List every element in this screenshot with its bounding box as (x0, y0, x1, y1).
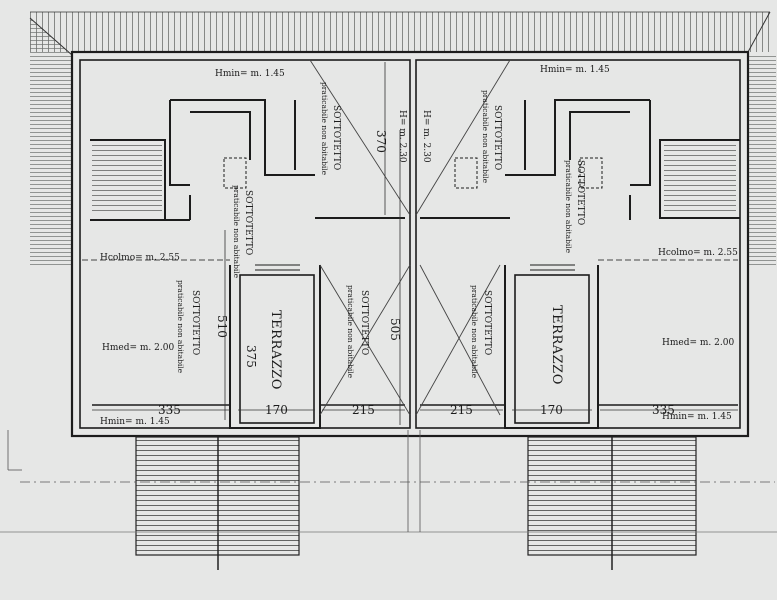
label-sottotetto-3: SOTTOTETTO (190, 290, 200, 355)
label-hmin-top-right: Hmin= m. 1.45 (540, 65, 610, 75)
label-sottotetto-7: SOTTOTETTO (482, 290, 492, 355)
label-hmin-bottom-left: Hmin= m. 1.45 (100, 417, 170, 427)
label-hcolmo-right: Hcolmo= m. 2.55 (658, 248, 738, 258)
label-terrazzo-right: TERRAZZO (549, 305, 564, 385)
left-unit (90, 99, 405, 429)
label-terrazzo-left: TERRAZZO (268, 310, 283, 390)
dim-375: 375 (244, 345, 258, 368)
dim-505: 505 (388, 318, 402, 341)
roof-ridge-lines (82, 59, 738, 416)
label-non-abitabile-4: praticabile non abitabile (346, 285, 355, 379)
label-non-abitabile-3: praticabile non abitabile (176, 280, 185, 374)
dimension-lines (92, 62, 738, 425)
right-unit (420, 99, 740, 429)
label-non-abitabile-5: praticabile non abitabile (481, 90, 490, 184)
exterior-stairs (135, 436, 697, 570)
stair-treads (92, 145, 736, 215)
dim-170-right: 170 (540, 403, 563, 417)
label-h230-left: H= m. 2.30 (397, 110, 407, 163)
label-non-abitabile-6: praticabile non abitabile (564, 160, 573, 254)
label-hcolmo-left: Hcolmo= m. 2.55 (100, 253, 180, 263)
roof-hatching (29, 11, 776, 268)
label-sottotetto-2: SOTTOTETTO (243, 190, 253, 255)
dim-215-left: 215 (352, 403, 375, 417)
label-sottotetto-4: SOTTOTETTO (359, 290, 369, 355)
guide-lines (0, 430, 777, 533)
label-sottotetto-5: SOTTOTETTO (492, 105, 502, 170)
building-outline (70, 50, 750, 438)
dim-370: 370 (374, 130, 388, 153)
label-hmin-top-left: Hmin= m. 1.45 (215, 69, 285, 79)
dim-215-right: 215 (450, 403, 473, 417)
label-h230-right: H= m. 2.30 (421, 110, 431, 163)
label-sottotetto-6: SOTTOTETTO (575, 160, 585, 225)
dim-335-left: 335 (158, 403, 181, 417)
label-non-abitabile-2: praticabile non abitabile (232, 185, 241, 279)
dim-170-left: 170 (265, 403, 288, 417)
label-non-abitabile-1: praticabile non abitabile (320, 82, 329, 176)
label-sottotetto-1: SOTTOTETTO (331, 105, 341, 170)
label-hmin-bottom-right: Hmin= m. 1.45 (662, 412, 732, 422)
label-non-abitabile-7: praticabile non abitabile (470, 285, 479, 379)
label-hmed-left: Hmed= m. 2.00 (102, 343, 174, 353)
dim-335-right: 335 (652, 403, 675, 417)
plan-labels: Hmin= m. 1.45 Hmin= m. 1.45 Hcolmo= m. 2… (100, 65, 738, 427)
label-hmed-right: Hmed= m. 2.00 (662, 338, 734, 348)
dim-510: 510 (215, 315, 229, 338)
